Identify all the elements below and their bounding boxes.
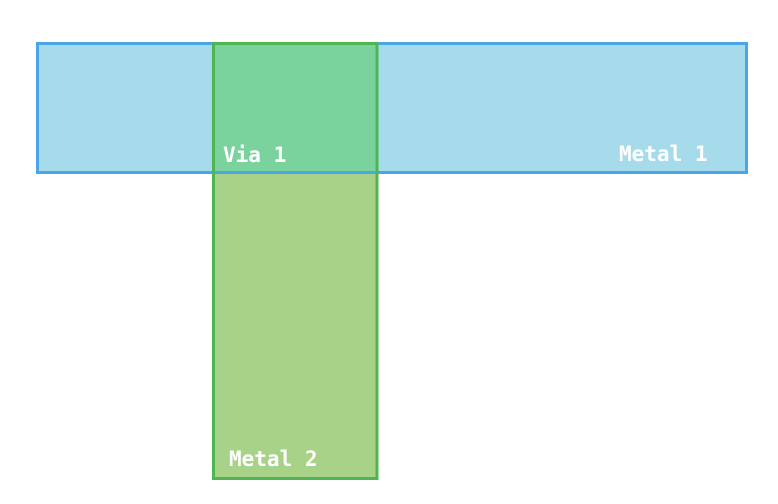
via1-rect <box>213 43 377 173</box>
metal2-label: Metal 2 <box>229 447 318 471</box>
via1-label: Via 1 <box>223 143 286 167</box>
metal2-outline <box>212 42 379 480</box>
metal1-label: Metal 1 <box>619 142 708 166</box>
metal1-rect <box>37 43 747 173</box>
metal1-outline <box>36 42 748 174</box>
